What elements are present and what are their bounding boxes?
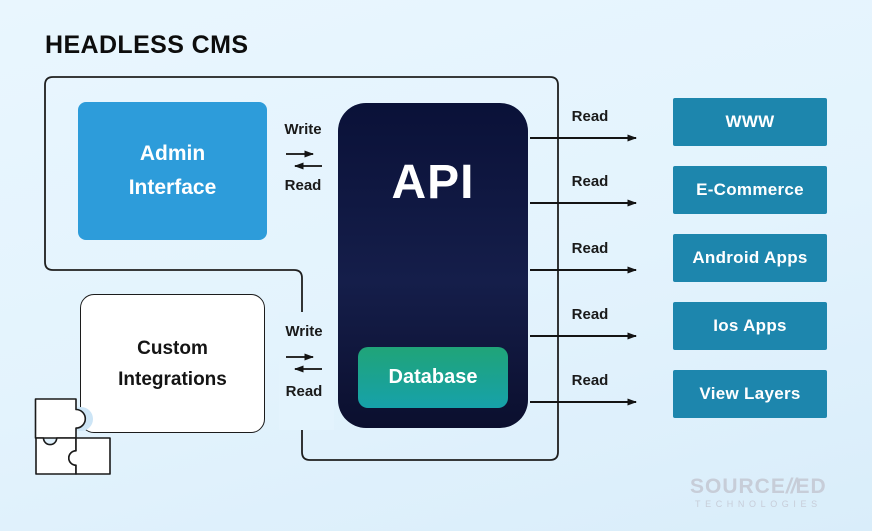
puzzle-pieces-icon	[34, 398, 111, 475]
sourcewed-logo: SOURCE//ED TECHNOLOGIES	[690, 475, 827, 509]
puzzle-piece-top	[34, 398, 87, 439]
admin-api-write-label: Write	[284, 121, 322, 138]
admin-api-arrows	[286, 150, 322, 170]
output-label-view-layers: View Layers	[699, 384, 801, 403]
custom-integrations-label-line2: Integrations	[118, 368, 227, 390]
output-box-ecommerce: E-Commerce	[673, 166, 827, 214]
admin-interface-label-line1: Admin	[139, 142, 206, 165]
output-box-view-layers: View Layers	[673, 370, 827, 418]
output-box-ios-apps: Ios Apps	[673, 302, 827, 350]
read-label-www: Read	[571, 108, 609, 125]
sourcewed-logo-name: SOURCE//ED	[690, 475, 827, 498]
database-node: Database	[358, 347, 508, 408]
boundary-gap-patch	[279, 312, 334, 430]
read-label-ecommerce: Read	[571, 173, 609, 190]
api-output-arrows	[530, 134, 637, 406]
custom-api-write-label: Write	[285, 323, 323, 340]
output-box-android-apps: Android Apps	[673, 234, 827, 282]
database-label: Database	[388, 366, 478, 388]
diagram-title: HEADLESS CMS	[45, 31, 249, 59]
custom-api-read-label: Read	[285, 383, 323, 400]
logo-slash-mark: //	[785, 475, 797, 498]
read-label-ios-apps: Read	[571, 306, 609, 323]
output-label-android-apps: Android Apps	[692, 248, 808, 267]
output-label-www: WWW	[725, 112, 775, 131]
output-label-ecommerce: E-Commerce	[696, 180, 804, 199]
sourcewed-logo-tagline: TECHNOLOGIES	[695, 499, 822, 509]
output-box-www: WWW	[673, 98, 827, 146]
custom-integrations-node: Custom Integrations	[80, 294, 265, 433]
api-label: API	[391, 156, 475, 209]
custom-api-arrows	[286, 353, 322, 373]
read-label-android-apps: Read	[571, 240, 609, 257]
custom-integrations-label-line1: Custom	[137, 337, 208, 359]
api-node: API Database	[338, 103, 528, 428]
puzzle-piece-bottom-right	[68, 437, 111, 475]
admin-interface-label-line2: Interface	[128, 176, 217, 199]
cms-boundary-outline	[44, 76, 559, 461]
logo-suffix: ED	[795, 475, 827, 498]
admin-interface-node: Admin Interface	[78, 102, 267, 240]
read-label-view-layers: Read	[571, 372, 609, 389]
output-label-ios-apps: Ios Apps	[713, 316, 787, 335]
logo-prefix: SOURCE	[690, 475, 786, 498]
admin-api-read-label: Read	[284, 177, 322, 194]
